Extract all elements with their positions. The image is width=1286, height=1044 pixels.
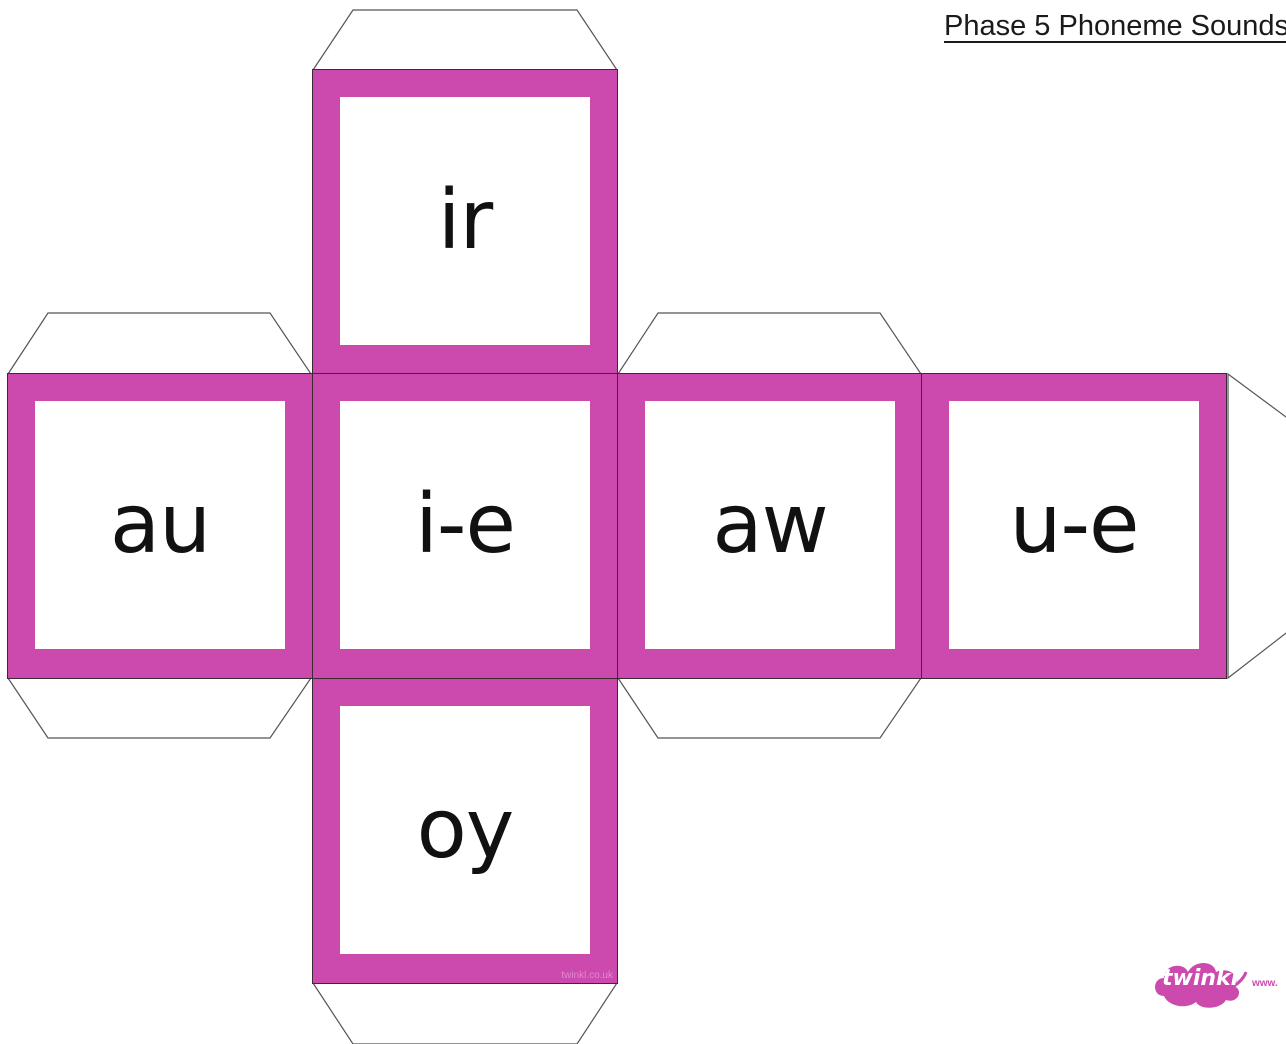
tab-far-right: [1227, 372, 1286, 680]
logo-text: twinkl: [1162, 966, 1239, 991]
watermark: twinkl.co.uk: [561, 970, 613, 981]
phoneme-label: ir: [437, 173, 493, 268]
cube-face-bottom: oy twinkl.co.uk: [312, 678, 618, 984]
phoneme-label: i-e: [415, 477, 516, 572]
face-inner: ir: [340, 97, 590, 345]
phoneme-label: u-e: [1009, 477, 1139, 572]
tab-left-bottom: [6, 677, 313, 739]
cube-face-right: aw: [617, 373, 923, 679]
page-title: Phase 5 Phoneme Sounds: [944, 10, 1286, 42]
face-inner: oy: [340, 706, 590, 954]
twinkl-logo-icon: [1155, 963, 1248, 1008]
phoneme-label: aw: [712, 477, 828, 572]
tab-left-top: [6, 312, 313, 375]
tab-bottom: [311, 982, 619, 1044]
phoneme-label: au: [109, 477, 211, 572]
face-inner: u-e: [949, 401, 1199, 649]
face-inner: i-e: [340, 401, 590, 649]
cube-face-top: ir: [312, 69, 618, 375]
logo-url: www.: [1252, 978, 1278, 989]
cube-face-left: au: [7, 373, 313, 679]
face-inner: au: [35, 401, 285, 649]
phoneme-label: oy: [416, 782, 515, 877]
tab-right-top: [616, 312, 923, 375]
cube-face-center: i-e: [312, 373, 618, 679]
face-inner: aw: [645, 401, 895, 649]
cube-face-far-right: u-e: [921, 373, 1227, 679]
tab-top: [311, 9, 619, 71]
tab-right-bottom: [616, 677, 923, 739]
